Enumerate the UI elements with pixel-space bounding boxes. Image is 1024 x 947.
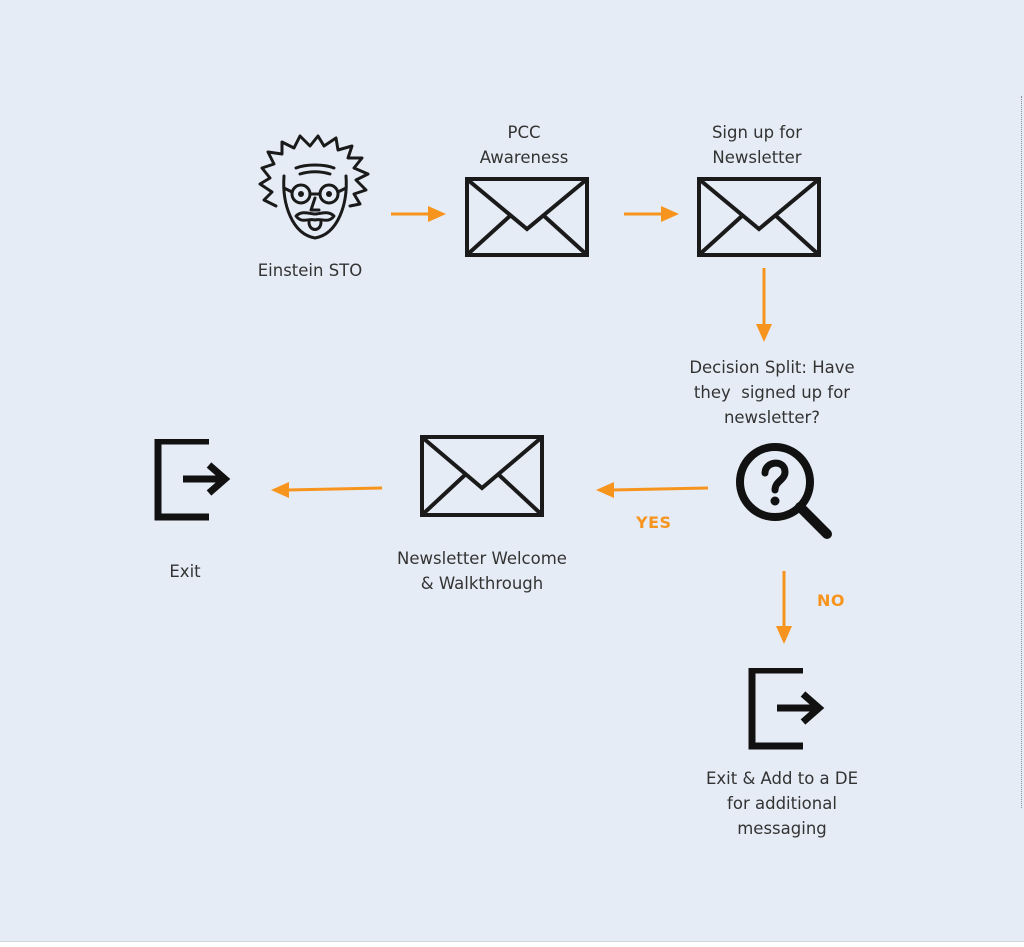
arrow-welcome-to-exit bbox=[271, 482, 383, 498]
arrow-decision-to-exit-de bbox=[776, 571, 792, 644]
decision-label-line3: newsletter? bbox=[723, 408, 821, 427]
exit-de-label-line2: for additional bbox=[727, 794, 837, 813]
einstein-label-line1: Einstein STO bbox=[257, 261, 363, 280]
exit-icon bbox=[154, 439, 231, 521]
arrow-signup-to-decision bbox=[756, 268, 772, 342]
einstein-face-icon bbox=[258, 134, 370, 240]
pcc-label: PCC Awareness bbox=[444, 120, 604, 170]
signup-label-line1: Sign up for bbox=[711, 123, 803, 142]
bottom-edge bbox=[0, 941, 1024, 947]
exit-label-line1: Exit bbox=[169, 562, 201, 581]
exit-de-label-line3: messaging bbox=[737, 819, 827, 838]
welcome-label-line1: Newsletter Welcome bbox=[397, 549, 567, 568]
envelope-icon bbox=[697, 177, 821, 257]
envelope-icon bbox=[465, 177, 589, 257]
arrow-einstein-to-pcc bbox=[391, 206, 446, 222]
magnifier-question-icon bbox=[736, 443, 832, 539]
welcome-label: Newsletter Welcome & Walkthrough bbox=[382, 546, 582, 596]
signup-label-line2: Newsletter bbox=[712, 148, 802, 167]
arrow-pcc-to-signup bbox=[624, 206, 679, 222]
dotted-right-border bbox=[1021, 96, 1022, 808]
decision-label-line1: Decision Split: Have bbox=[689, 358, 855, 377]
welcome-label-line2: & Walkthrough bbox=[420, 574, 544, 593]
einstein-label: Einstein STO bbox=[230, 258, 390, 283]
exit-label: Exit bbox=[135, 559, 235, 584]
exit-icon bbox=[748, 668, 825, 750]
yes-branch-label: YES bbox=[636, 513, 672, 532]
exit-de-label: Exit & Add to a DE for additional messag… bbox=[682, 766, 882, 841]
no-branch-label: NO bbox=[817, 591, 845, 610]
signup-label: Sign up for Newsletter bbox=[677, 120, 837, 170]
envelope-icon bbox=[420, 435, 544, 517]
exit-de-label-line1: Exit & Add to a DE bbox=[705, 769, 859, 788]
arrow-decision-to-welcome bbox=[596, 482, 709, 498]
pcc-label-line1: PCC bbox=[507, 123, 541, 142]
decision-label: Decision Split: Have they signed up for … bbox=[662, 355, 882, 430]
pcc-label-line2: Awareness bbox=[479, 148, 569, 167]
decision-label-line2: they signed up for bbox=[693, 383, 851, 402]
